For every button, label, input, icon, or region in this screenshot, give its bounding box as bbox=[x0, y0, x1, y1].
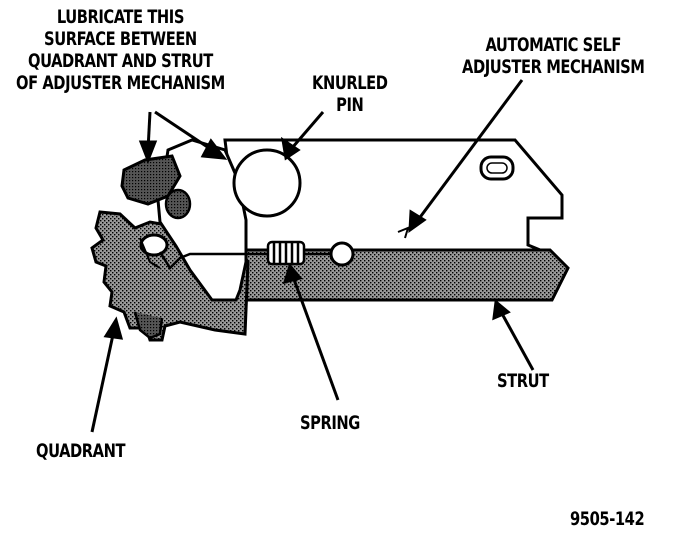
strut-slot bbox=[479, 155, 515, 181]
spring-label: SPRING bbox=[300, 412, 360, 434]
coil-spring bbox=[266, 240, 306, 266]
spring-hook-eye bbox=[139, 233, 169, 257]
knurled-pin-label: KNURLED PIN bbox=[312, 72, 388, 116]
strut-label: STRUT bbox=[497, 370, 549, 392]
lubricate-line-1: LUBRICATE THIS bbox=[56, 6, 185, 28]
lubricate-line-3: QUADRANT AND STRUT bbox=[27, 50, 213, 72]
figure-id-label: 9505-142 bbox=[570, 508, 645, 530]
automatic-adjuster-label: AUTOMATIC SELF ADJUSTER MECHANISM bbox=[462, 34, 645, 78]
quadrant-label: QUADRANT bbox=[36, 440, 126, 462]
knurled-line-2: PIN bbox=[336, 94, 364, 116]
spring-anchor bbox=[329, 241, 355, 267]
lubricate-line-2: SURFACE BETWEEN bbox=[44, 28, 197, 50]
lubricate-line-4: OF ADJUSTER MECHANISM bbox=[16, 72, 225, 94]
automatic-line-2: ADJUSTER MECHANISM bbox=[462, 56, 645, 78]
lug-dot bbox=[164, 188, 192, 220]
automatic-line-1: AUTOMATIC SELF bbox=[485, 34, 621, 56]
knurled-line-1: KNURLED bbox=[312, 72, 388, 94]
lubricate-label: LUBRICATE THIS SURFACE BETWEEN QUADRANT … bbox=[16, 6, 225, 94]
knurled-pin bbox=[232, 148, 302, 218]
